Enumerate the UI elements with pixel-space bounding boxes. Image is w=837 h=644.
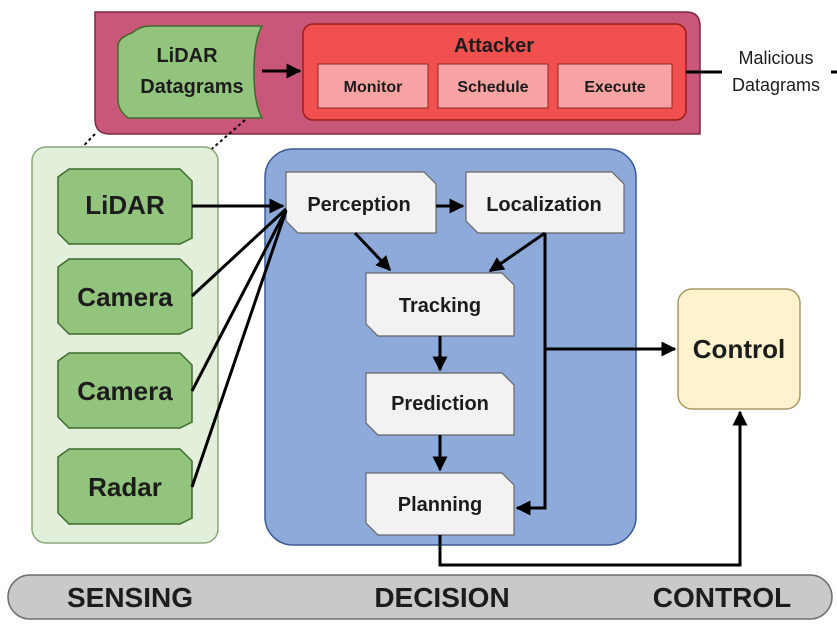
lidar-datagrams-node: LiDAR Datagrams [117, 25, 264, 119]
execute-step-box [557, 63, 673, 109]
tracking-label: Tracking [399, 295, 481, 317]
lidar-datagrams-line2: Datagrams [140, 76, 243, 98]
sensor-camera-2: Camera [57, 352, 193, 429]
attack-panel: LiDAR Datagrams Attacker Monitor Schedul… [94, 11, 701, 135]
planning-node: Planning [365, 472, 515, 536]
localization-to-planning-arrow [515, 233, 547, 516]
sensor-camera-2-label: Camera [77, 376, 173, 406]
attacker-node: Attacker Monitor Schedule Execute [302, 23, 687, 121]
radar-to-perception-line [190, 210, 288, 488]
zoom-line-left [61, 133, 96, 169]
stage-bar: SENSING DECISION CONTROL [7, 574, 833, 620]
perception-label: Perception [307, 194, 410, 216]
decision-panel [264, 148, 637, 546]
monitor-step-box [317, 63, 429, 109]
planning-label: Planning [398, 494, 482, 516]
attacker-title: Attacker [454, 35, 534, 57]
sensor-lidar-label: LiDAR [85, 190, 165, 220]
execute-step-label: Execute [584, 79, 645, 96]
sensor-lidar: LiDAR [57, 168, 193, 245]
lidar-datagrams-line1: LiDAR [156, 45, 218, 67]
schedule-step-box [437, 63, 549, 109]
perception-to-tracking-arrow [353, 231, 392, 272]
stage-control: CONTROL [653, 582, 791, 613]
localization-label: Localization [486, 194, 602, 216]
perception-node: Perception [285, 171, 437, 234]
stage-decision: DECISION [374, 582, 509, 613]
localization-node: Localization [465, 171, 625, 234]
connections [190, 198, 748, 567]
sensor-radar: Radar [57, 448, 193, 525]
stage-sensing: SENSING [67, 582, 193, 613]
malicious-label-line2: Datagrams [732, 75, 820, 95]
control-label: Control [693, 334, 785, 364]
sensor-radar-label: Radar [88, 472, 162, 502]
sensing-panel [31, 146, 219, 544]
schedule-step-label: Schedule [457, 79, 528, 96]
tracking-node: Tracking [365, 272, 515, 337]
planning-to-control-arrow [438, 410, 748, 567]
monitor-step-label: Monitor [344, 79, 403, 96]
malicious-label-line1: Malicious [738, 48, 813, 68]
prediction-node: Prediction [365, 372, 515, 436]
prediction-label: Prediction [391, 393, 489, 415]
control-node: Control [677, 288, 801, 410]
sensor-camera-1-label: Camera [77, 282, 173, 312]
localization-to-tracking-arrow [488, 231, 546, 273]
camera2-to-perception-line [190, 209, 288, 392]
sensor-camera-1: Camera [57, 258, 193, 335]
camera1-to-perception-line [190, 207, 288, 298]
